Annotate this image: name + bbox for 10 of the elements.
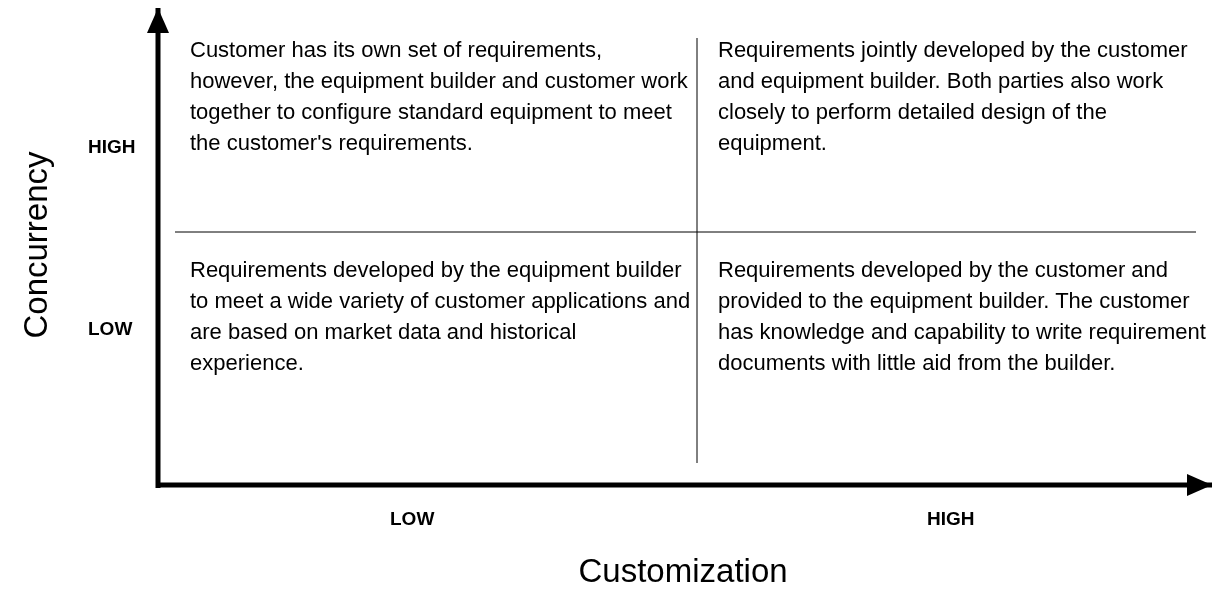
quadrant-text: Requirements developed by the customer and provided to the equipment builder. The customer has knowledge and capability to write requirement documents with little aid from the builder. [718,256,1207,377]
axis-tick-label: LOW [390,508,435,530]
axis-tick-label: HIGH [927,508,975,530]
axis-tick-label: LOW [88,318,133,340]
quadrant-text: Customer has its own set of requirements, however, the equipment builder and customer work together to configure standard equipment to meet the customer's requirements. [190,36,689,157]
axis-tick-label: HIGH [88,136,136,158]
quadrant-text: Requirements jointly developed by the customer and equipment builder. Both parties also work closely to perform detailed design of the equipment. [718,36,1189,157]
quadrant-text: Requirements developed by the equipment builder to meet a wide variety of customer applications and are based on market data and historical experience. [190,256,692,377]
axis-title: Concurrency [16,151,55,339]
axis-title: Customization [578,552,788,590]
